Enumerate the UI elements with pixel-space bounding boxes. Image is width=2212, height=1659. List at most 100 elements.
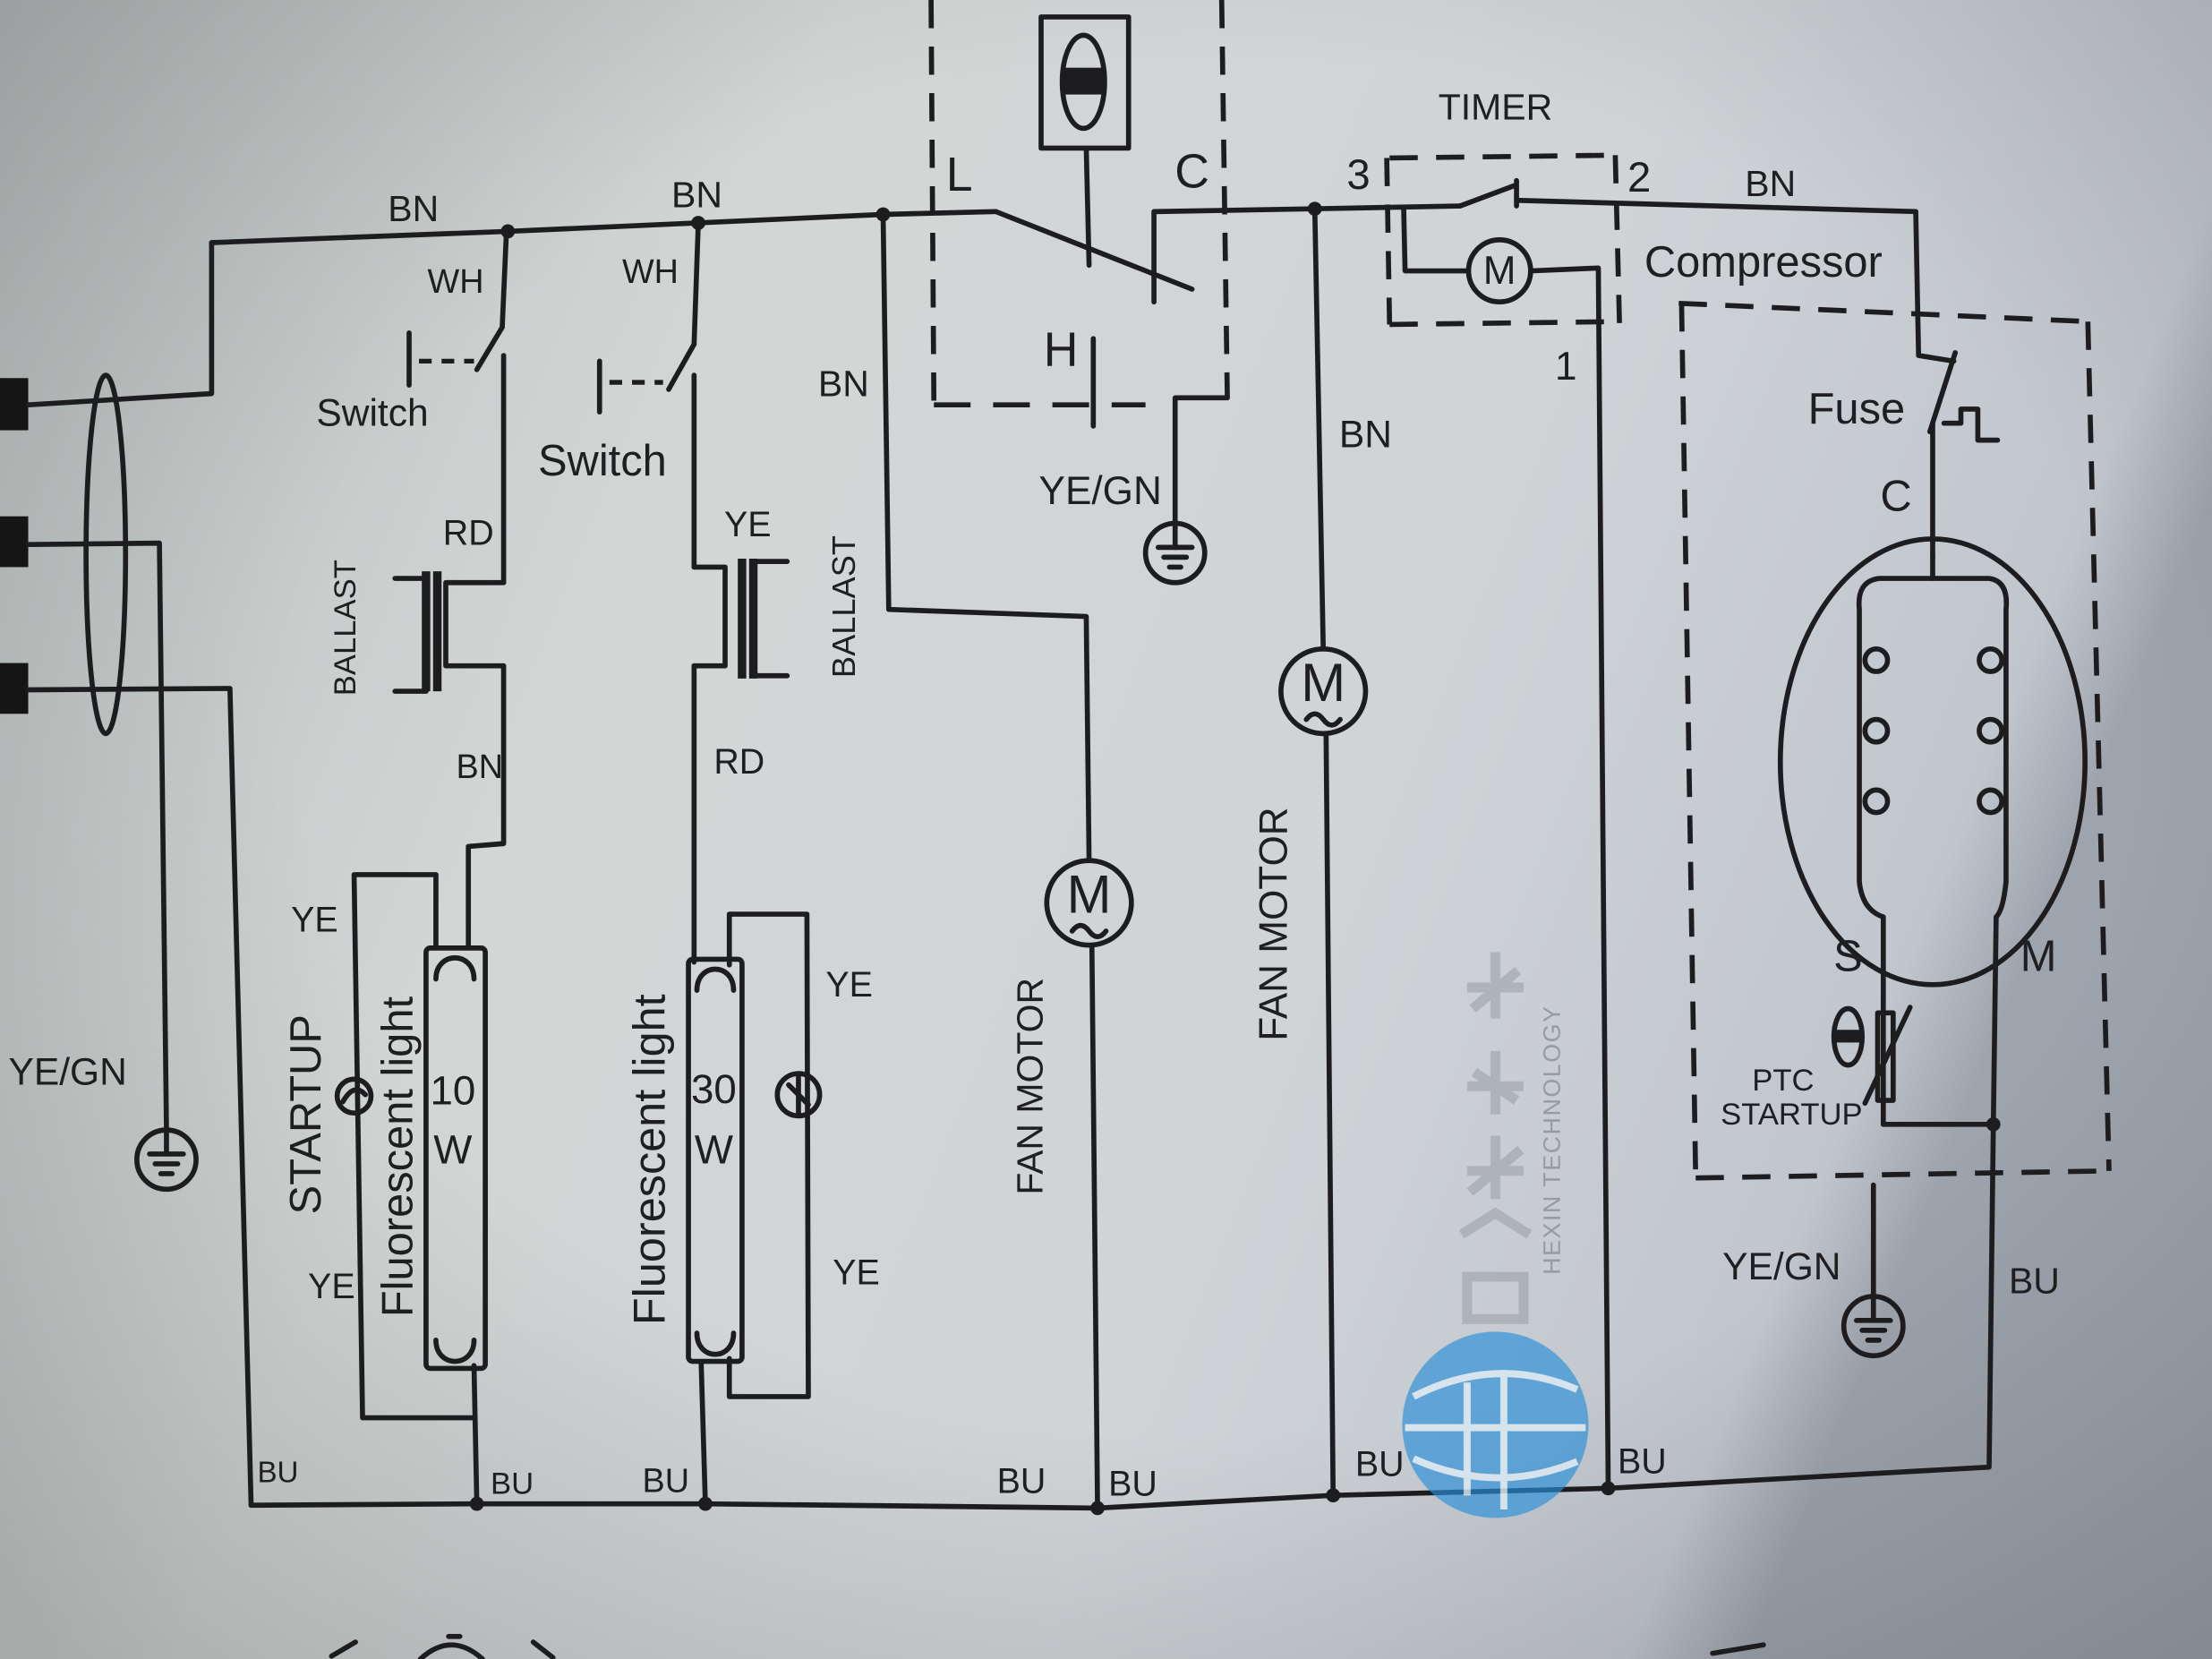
compressor-feed xyxy=(1913,209,1957,364)
motor-ac-wave xyxy=(1069,922,1109,940)
timer-terminal-3: 3 xyxy=(1346,151,1370,199)
fan-motor-label: FAN MOTOR xyxy=(1009,978,1050,1195)
mains-earth-label: YE/GN xyxy=(8,1051,126,1094)
terminal-h: H xyxy=(1044,323,1079,376)
terminal-m: M xyxy=(2020,932,2057,980)
thermostat: L C H YE/GN xyxy=(928,0,1318,583)
tube-filament-top xyxy=(433,955,477,982)
switch-blade xyxy=(666,341,697,392)
tube-filament-top xyxy=(694,966,737,993)
plug-pin-earth xyxy=(0,516,29,568)
starter-loop xyxy=(351,872,477,1421)
thermostat-knob-icon xyxy=(1059,32,1107,132)
start-winding xyxy=(1856,554,1935,1127)
power-cord-sheath xyxy=(83,372,129,737)
ptc-element-band xyxy=(1833,1030,1863,1043)
terminal-c: C xyxy=(1880,473,1911,521)
fuse-blade xyxy=(1926,350,1959,434)
fan-motor-label: FAN MOTOR xyxy=(1252,807,1296,1040)
fuse-label: Fuse xyxy=(1808,385,1906,433)
timer-label: TIMER xyxy=(1439,87,1552,128)
ballast-coil xyxy=(691,564,728,669)
starter-icon xyxy=(334,1076,374,1116)
motor-ac-wave xyxy=(1303,711,1343,728)
fluorescent-tube xyxy=(686,956,745,1364)
ptc-label: PTC xyxy=(1752,1064,1814,1098)
thermostat-blade xyxy=(993,209,1195,292)
plug-wire-live xyxy=(25,240,215,408)
tube-filament-bottom xyxy=(694,1330,737,1357)
fluorescent-tube xyxy=(423,945,488,1372)
supply-label: BN xyxy=(671,174,722,215)
compressor-boundary xyxy=(1678,300,2112,1181)
fan-motor-icon xyxy=(1278,646,1369,737)
watermark-tagline: HEXIN TECHNOLOGY xyxy=(1538,1005,1565,1274)
starter-top-label: YE xyxy=(825,965,873,1005)
wire-bn xyxy=(880,211,1092,864)
compressor: BN Compressor Fuse C S M PTC STARTUP YE/… xyxy=(1644,163,2112,1355)
wire-bn xyxy=(1311,206,1327,652)
thermostat-earth-wire xyxy=(1172,395,1230,525)
timer-terminal-1: 1 xyxy=(1555,345,1577,389)
plug-pin-live xyxy=(0,378,29,431)
timer: TIMER 3 2 1 M BU xyxy=(1311,87,1918,1496)
ballast-out-label: RD xyxy=(713,742,764,782)
motor-symbol: M xyxy=(1067,864,1112,924)
lamp-circuit-30w: BN WH Switch YE BALLAST RD YE Fluorescen… xyxy=(538,174,880,1511)
watermark-logo-lines xyxy=(1405,1370,1586,1509)
supply-label: BN xyxy=(1745,163,1796,204)
junction-dot xyxy=(1986,1116,2001,1132)
switch-label: Switch xyxy=(316,392,428,435)
fan-motor-2-circuit: BN M FAN MOTOR BU xyxy=(1252,201,1405,1503)
thermostat-knob-band xyxy=(1063,67,1104,95)
return-label-a: BU xyxy=(997,1461,1046,1501)
junction-dot xyxy=(469,1496,484,1511)
compressor-label: Compressor xyxy=(1644,238,1883,286)
return-label: BU xyxy=(491,1467,534,1501)
wire-bn-lamp xyxy=(465,663,507,951)
watermark: HEXIN TECHNOLOGY xyxy=(1402,952,1589,1518)
ballast-in-label: YE xyxy=(724,505,772,544)
winding-loop xyxy=(1977,646,2005,674)
ptc-thermistor xyxy=(1875,1010,1896,1103)
earth-label: YE/GN xyxy=(1039,469,1162,513)
starter-bottom-label: YE xyxy=(833,1253,880,1292)
ballast-core xyxy=(738,558,758,679)
compressor-motor-housing xyxy=(1777,536,2088,988)
supply-label: BN xyxy=(1339,413,1392,456)
tube-filament-bottom xyxy=(433,1338,477,1364)
ballast-label: BALLAST xyxy=(825,535,862,678)
thermostat-boundary-right xyxy=(1218,0,1230,398)
winding-loop xyxy=(1862,646,1891,674)
wire-bu-lamp xyxy=(471,1363,480,1507)
winding-loop xyxy=(1977,716,2005,745)
timer-output-wire xyxy=(1514,197,1918,215)
ballast-coil xyxy=(443,579,507,669)
timer-boundary xyxy=(1384,152,1622,328)
starter-loop xyxy=(726,911,811,1399)
ballast-out-label: BN xyxy=(457,748,504,786)
cropped-symbol-fragment xyxy=(329,1633,1766,1659)
terminal-c: C xyxy=(1174,146,1209,199)
junction-dot xyxy=(1601,1481,1616,1496)
mains-neutral-label: BU xyxy=(257,1457,298,1490)
fuse-thermal-icon xyxy=(1941,406,2001,443)
lamp-label: Fluorescent light xyxy=(373,996,422,1318)
wire-bu-lamp xyxy=(698,1358,708,1507)
timer-motor-symbol: M xyxy=(1483,249,1516,293)
timer-return-wire xyxy=(1528,265,1611,1492)
winding-loop xyxy=(1862,716,1891,745)
lamp-unit: W xyxy=(695,1127,733,1173)
plug-wire-earth xyxy=(25,540,169,1133)
starter-bottom-label: YE xyxy=(308,1267,355,1306)
starter-contact xyxy=(340,1087,368,1105)
watermark-glyphs xyxy=(1458,952,1533,1324)
wire-bu xyxy=(1323,731,1337,1499)
terminal-s: S xyxy=(1833,932,1863,980)
lamp-circuit-10w: WH Switch RD BALLAST BN YE STARTUP Fluor… xyxy=(282,224,534,1511)
switch-wire-label: WH xyxy=(428,263,484,301)
earth-label: YE/GN xyxy=(1722,1245,1840,1288)
starter-label: STARTUP xyxy=(282,1014,330,1214)
